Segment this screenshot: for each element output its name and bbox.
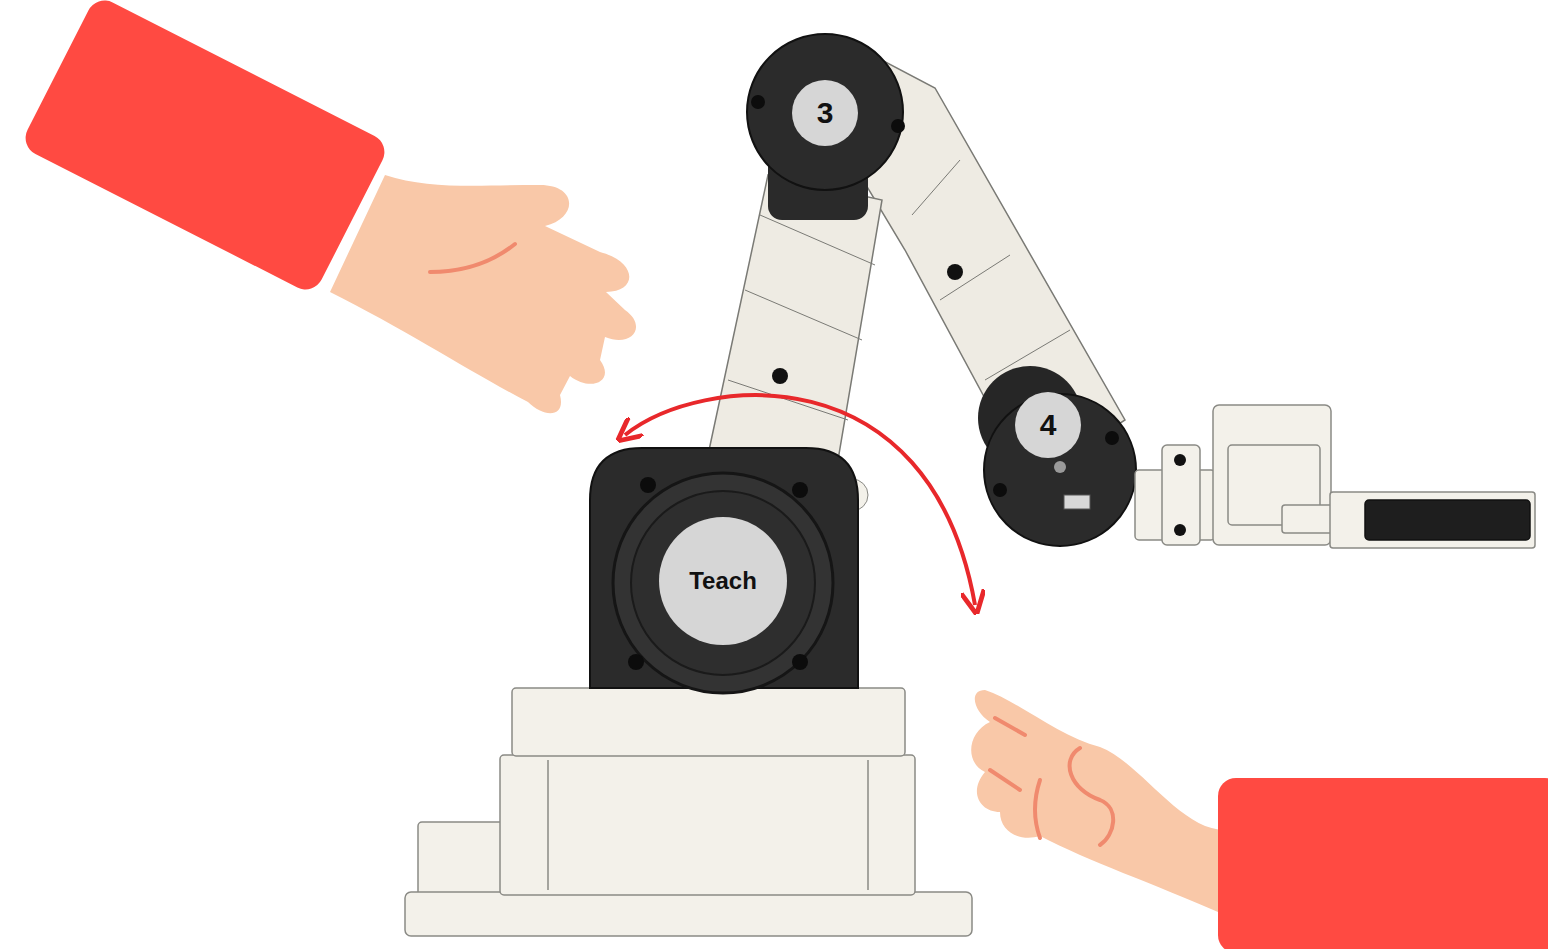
base-plate [405,892,972,936]
joint-label-circle: 4 [1015,392,1081,458]
joint-3-actuator [747,34,905,220]
base-connector [418,822,508,897]
right-hand [971,690,1548,949]
base-body [500,755,915,895]
robot-base [405,688,972,936]
joint-label-circle: Teach [659,517,787,645]
joint-4-actuator [978,366,1136,546]
base-ring [512,688,905,756]
shoulder-housing [590,448,868,693]
joint-label: 3 [817,96,834,130]
left-hand [19,0,636,413]
joint-label-circle: 3 [792,80,858,146]
joint-label: 4 [1040,408,1057,442]
gripper [1135,405,1535,548]
joint-label: Teach [689,567,757,595]
